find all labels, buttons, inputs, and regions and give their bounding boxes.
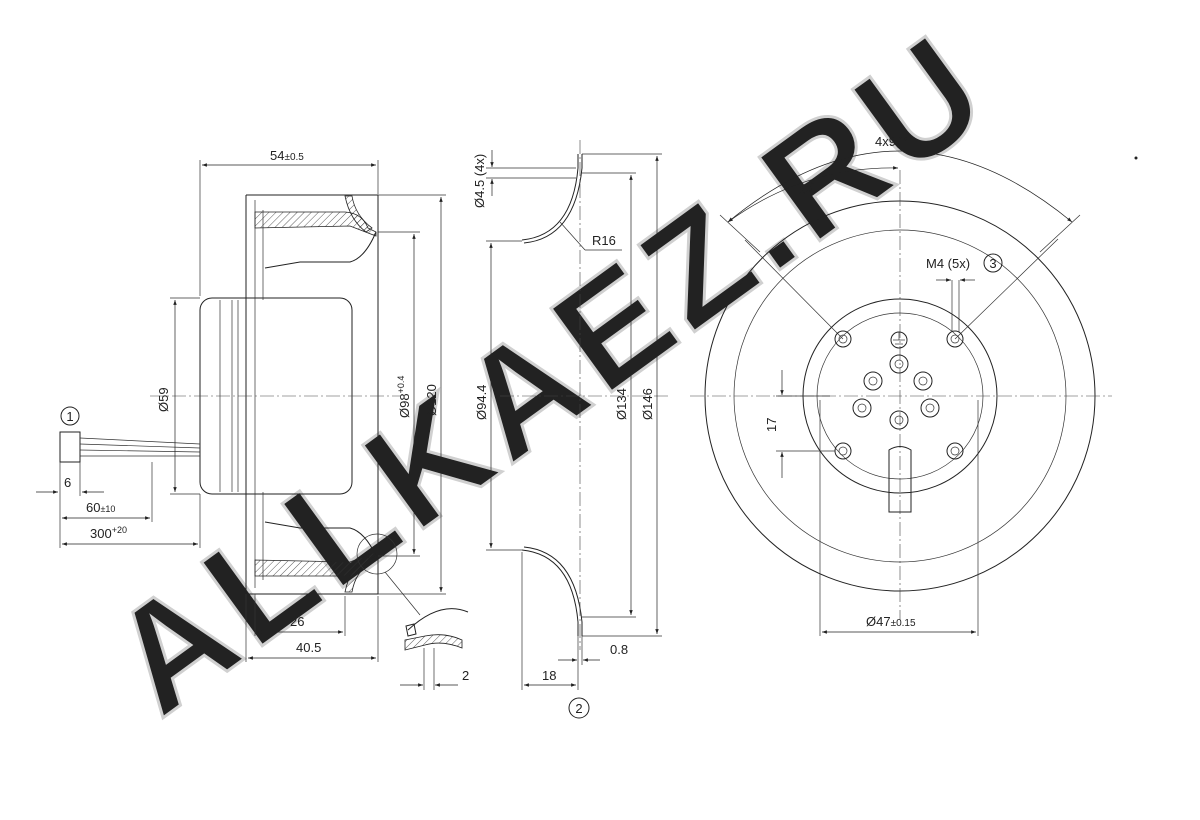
side-view: 1 54±0.5 Ø59 Ø98+0.4 Ø120 2 [36, 148, 469, 690]
callout-2 [568, 697, 590, 719]
dim-dia-98: Ø98+0.4 [396, 376, 412, 418]
detail-view: 2 [400, 608, 469, 690]
cable-lead [59, 431, 201, 463]
dim-17: 17 [764, 418, 779, 432]
cable-exit [888, 446, 912, 513]
dim-18: 18 [542, 668, 556, 683]
dim-40-5: 40.5 [296, 640, 321, 655]
dim-hole-4-5: Ø4.5 (4x) [472, 154, 487, 208]
dim-dia-134: Ø134 [614, 388, 629, 420]
svg-text:1: 1 [66, 409, 73, 424]
dim-6: 6 [64, 475, 71, 490]
dim-60: 60±10 [86, 500, 115, 515]
housing-outline [245, 194, 379, 595]
dim-dia-47: Ø47±0.15 [866, 614, 916, 629]
dim-0-8: 0.8 [610, 642, 628, 657]
callout-1 [60, 406, 80, 426]
svg-text:2: 2 [575, 701, 582, 716]
dim-dia-94-4: Ø94.4 [474, 385, 489, 420]
dim-dia-120: Ø120 [424, 384, 439, 416]
inlet-ring-profile-bottom [521, 549, 579, 636]
dim-54: 54±0.5 [270, 148, 304, 163]
dim-dia-146: Ø146 [640, 388, 655, 420]
stray-dot [1134, 156, 1138, 160]
connector-pins [852, 331, 940, 430]
inlet-ring-view: Ø4.5 (4x) R16 Ø94.4 Ø134 Ø146 18 0.8 2 [472, 140, 670, 719]
dim-4x90: 4x90° [875, 134, 908, 149]
front-view: 4x90° 45° M4 (5x) 3 17 Ø47±0.15 [690, 134, 1112, 636]
detail-circle [356, 533, 398, 575]
dim-26: 26 [290, 614, 304, 629]
callout-3 [983, 253, 1003, 273]
dim-m4: M4 (5x) [926, 256, 970, 271]
dim-2: 2 [462, 668, 469, 683]
dim-r16: R16 [592, 233, 616, 248]
dim-dia-59: Ø59 [156, 387, 171, 412]
svg-text:3: 3 [989, 256, 996, 271]
mounting-holes [834, 330, 964, 460]
dim-300: 300+20 [90, 525, 127, 541]
inlet-ring-profile-top [521, 154, 579, 241]
